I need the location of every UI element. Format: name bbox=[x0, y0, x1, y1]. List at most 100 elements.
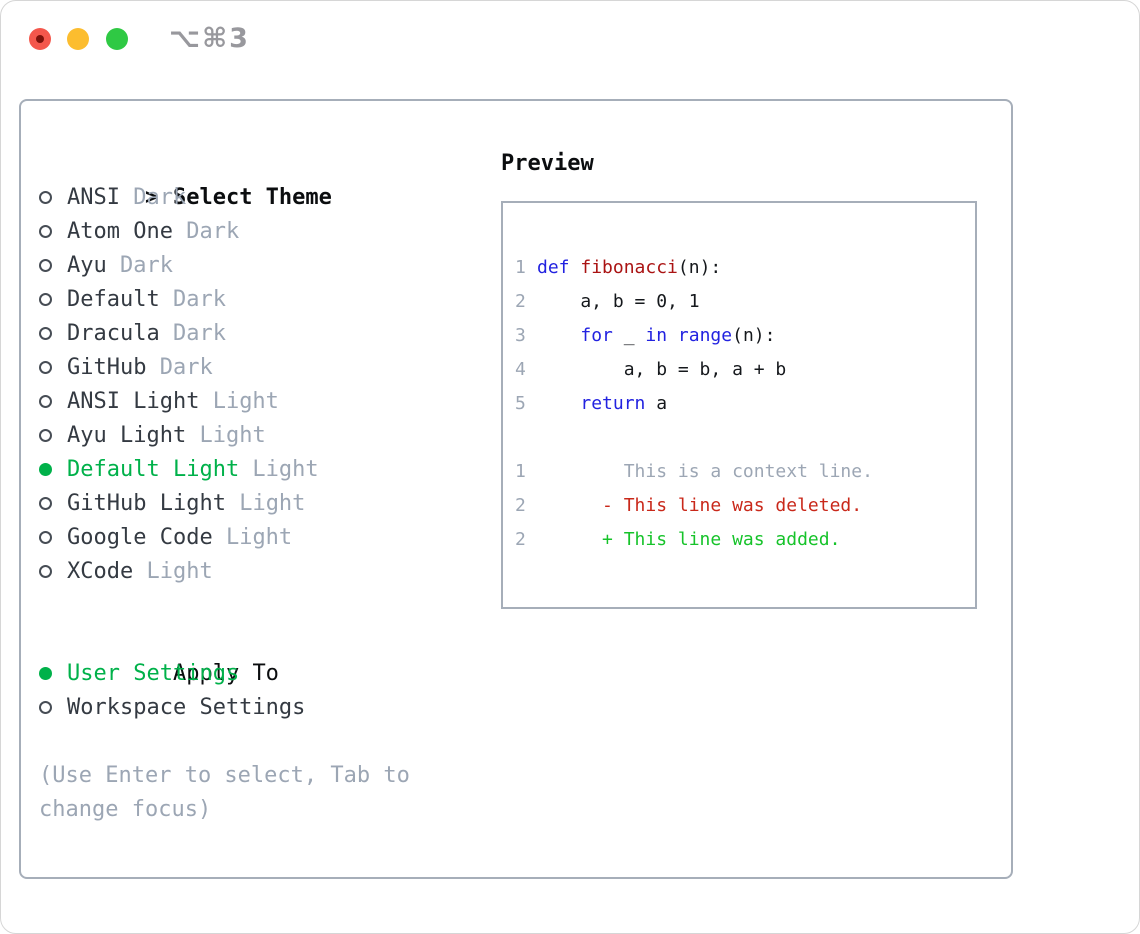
theme-name: XCode bbox=[67, 559, 134, 584]
radio-marker bbox=[39, 555, 67, 589]
apply-to-label: Workspace Settings bbox=[67, 695, 306, 720]
theme-name: ANSI Light bbox=[67, 389, 200, 414]
theme-option[interactable]: ANSI Dark bbox=[39, 181, 410, 215]
radio-selected-icon bbox=[39, 667, 52, 680]
theme-name: Ayu Light bbox=[67, 423, 187, 448]
theme-option[interactable]: Ayu Light Light bbox=[39, 419, 410, 453]
radio-marker bbox=[39, 351, 67, 385]
radio-marker bbox=[39, 691, 67, 725]
code-line: 1 This is a context line. bbox=[515, 455, 975, 489]
apply-to-option[interactable]: Workspace Settings bbox=[39, 691, 410, 725]
radio-unselected-icon bbox=[39, 293, 52, 306]
theme-option[interactable]: Google Code Light bbox=[39, 521, 410, 555]
theme-name: Ayu bbox=[67, 253, 107, 278]
radio-unselected-icon bbox=[39, 259, 52, 272]
theme-name: GitHub Light bbox=[67, 491, 226, 516]
focus-caret-icon: > bbox=[144, 185, 159, 210]
code-segment-keyword: for bbox=[580, 325, 613, 346]
code-line: 3 for _ in range(n): bbox=[515, 319, 975, 353]
line-number: 5 bbox=[515, 393, 526, 414]
line-number: 2 bbox=[515, 291, 526, 312]
code-segment-added: + This line was added. bbox=[537, 529, 841, 550]
radio-unselected-icon bbox=[39, 701, 52, 714]
code-blank-line bbox=[515, 421, 975, 455]
code-line: 4 a, b = b, a + b bbox=[515, 353, 975, 387]
radio-marker bbox=[39, 385, 67, 419]
theme-option[interactable]: Atom One Dark bbox=[39, 215, 410, 249]
maximize-button[interactable] bbox=[106, 28, 128, 50]
code-segment-deleted: - This line was deleted. bbox=[537, 495, 863, 516]
radio-unselected-icon bbox=[39, 565, 52, 578]
radio-marker bbox=[39, 453, 67, 487]
theme-option[interactable]: Default Light Light bbox=[39, 453, 410, 487]
radio-marker bbox=[39, 521, 67, 555]
help-text-line: (Use Enter to select, Tab to bbox=[39, 763, 410, 788]
code-line: 2 - This line was deleted. bbox=[515, 489, 975, 523]
radio-marker bbox=[39, 249, 67, 283]
line-number: 2 bbox=[515, 529, 526, 550]
window-title-shortcut: ⌥⌘3 bbox=[169, 23, 250, 54]
apply-to-title: Apply To bbox=[172, 661, 279, 686]
code-segment-default bbox=[537, 393, 580, 414]
radio-marker bbox=[39, 487, 67, 521]
radio-marker bbox=[39, 657, 67, 691]
code-segment-default bbox=[570, 257, 581, 278]
theme-name: Google Code bbox=[67, 525, 213, 550]
theme-option[interactable]: GitHub Light Light bbox=[39, 487, 410, 521]
theme-option[interactable]: GitHub Dark bbox=[39, 351, 410, 385]
theme-option[interactable]: XCode Light bbox=[39, 555, 410, 589]
code-segment-muted: This is a context line. bbox=[537, 461, 873, 482]
apply-to-header: Apply To bbox=[39, 623, 410, 686]
radio-marker bbox=[39, 215, 67, 249]
radio-marker bbox=[39, 317, 67, 351]
radio-unselected-icon bbox=[39, 497, 52, 510]
radio-marker bbox=[39, 181, 67, 215]
code-segment-keyword: def bbox=[537, 257, 570, 278]
code-segment-default: _ bbox=[612, 325, 646, 346]
theme-name: Atom One bbox=[67, 219, 173, 244]
theme-name: Default Light bbox=[67, 457, 240, 482]
code-segment-default: a bbox=[645, 393, 668, 414]
radio-unselected-icon bbox=[39, 191, 52, 204]
theme-variant: Dark bbox=[119, 185, 187, 210]
close-button[interactable] bbox=[29, 28, 51, 50]
radio-unselected-icon bbox=[39, 395, 52, 408]
theme-name: GitHub bbox=[67, 355, 147, 380]
spacer bbox=[39, 589, 410, 623]
theme-option[interactable]: ANSI Light Light bbox=[39, 385, 410, 419]
help-text-line: change focus) bbox=[39, 797, 212, 822]
theme-variant: Dark bbox=[159, 287, 226, 312]
apply-to-option[interactable]: User Settings bbox=[39, 657, 410, 691]
code-line: 5 return a bbox=[515, 387, 975, 421]
select-theme-title: Select Theme bbox=[172, 185, 332, 210]
code-segment-keyword: in bbox=[645, 325, 668, 346]
code-segment-default: (n): bbox=[677, 257, 722, 278]
radio-unselected-icon bbox=[39, 225, 52, 238]
window-titlebar: ⌥⌘3 bbox=[1, 1, 1139, 79]
code-segment-keyword: range bbox=[677, 325, 733, 346]
theme-variant: Light bbox=[225, 491, 306, 516]
line-number: 3 bbox=[515, 325, 526, 346]
line-number: 1 bbox=[515, 257, 526, 278]
code-line: 2 + This line was added. bbox=[515, 523, 975, 557]
line-number: 4 bbox=[515, 359, 526, 380]
code-segment-default: a, b = 0, 1 bbox=[537, 291, 700, 312]
code-line: 2 a, b = 0, 1 bbox=[515, 285, 975, 319]
code-segment-default: (n): bbox=[732, 325, 776, 346]
radio-selected-icon bbox=[39, 463, 52, 476]
record-dot-icon bbox=[36, 35, 44, 43]
theme-option[interactable]: Ayu Dark bbox=[39, 249, 410, 283]
apply-to-label: User Settings bbox=[67, 661, 240, 686]
theme-option[interactable]: Default Dark bbox=[39, 283, 410, 317]
theme-option[interactable]: Dracula Dark bbox=[39, 317, 410, 351]
minimize-button[interactable] bbox=[67, 28, 89, 50]
theme-variant: Light bbox=[212, 525, 293, 550]
theme-name: Default bbox=[67, 287, 160, 312]
theme-variant: Dark bbox=[159, 321, 226, 346]
line-number: 2 bbox=[515, 495, 526, 516]
